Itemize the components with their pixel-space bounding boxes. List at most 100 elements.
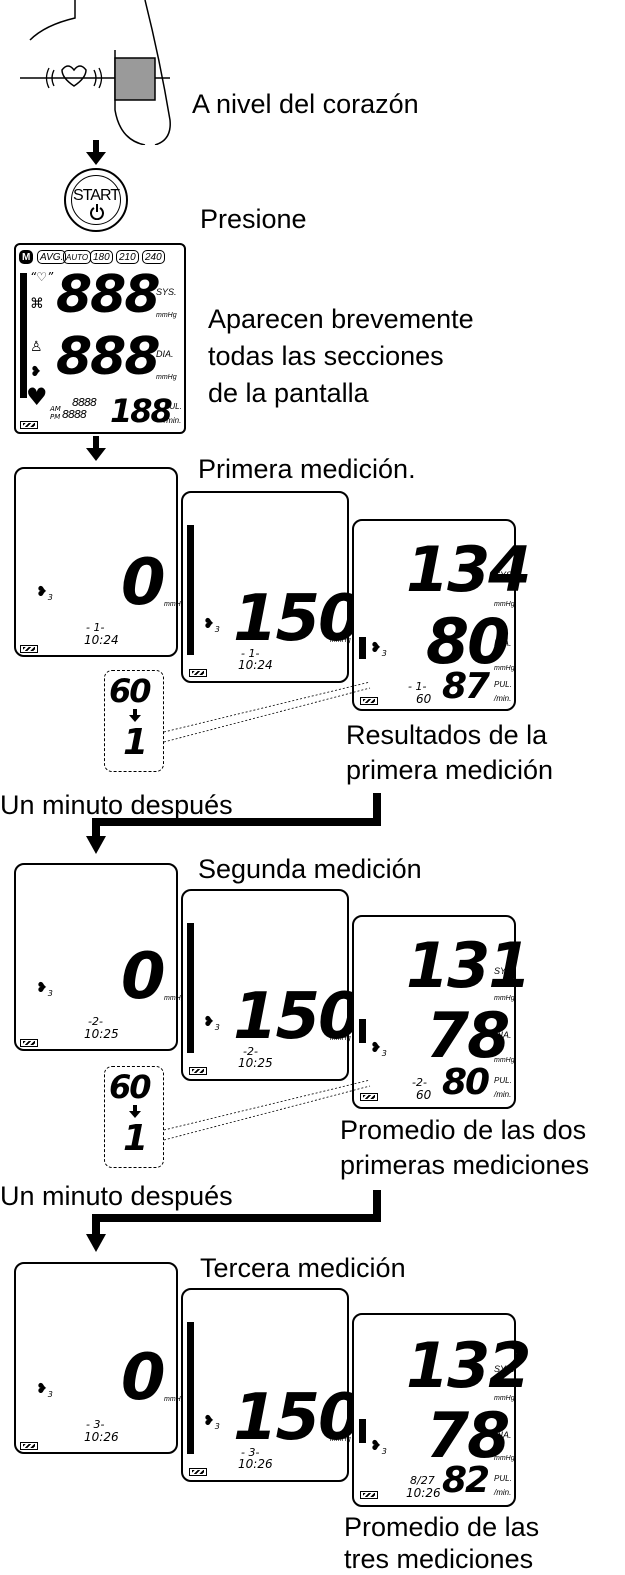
- m2-countdown-end: 1: [123, 1118, 148, 1159]
- m3-result-time: 10:26: [406, 1486, 441, 1500]
- pressure-bar-graph: [20, 273, 27, 398]
- m1-result-caption-line1: Resultados de la: [346, 720, 548, 750]
- m1-dia-value: 80: [426, 605, 510, 678]
- mmhg-label: mmHg: [494, 601, 515, 608]
- pul-label: PUL.: [494, 1076, 512, 1085]
- m2-result-caption-line1: Promedio de las dos: [340, 1115, 587, 1145]
- m3-inflate-value: 0: [121, 1341, 166, 1415]
- min-label: /min.: [494, 694, 512, 703]
- mmhg-label-2: mmHg: [494, 665, 515, 672]
- battery-icon: [189, 669, 207, 677]
- full-dia-digits: 888: [56, 327, 161, 387]
- min-label: /min.: [164, 416, 182, 425]
- m2-countdown-start: 60: [109, 1068, 152, 1106]
- m2-inflate-time: 10:25: [84, 1027, 119, 1041]
- m2-result-caption-line2: primeras mediciones: [340, 1150, 590, 1180]
- down-arrow-icon: [129, 1105, 141, 1124]
- step1-caption: A nivel del corazón: [192, 89, 419, 119]
- pulse-icon: ❥3: [36, 1381, 53, 1399]
- flow-line: [373, 1190, 381, 1220]
- am-label: AM: [50, 405, 61, 413]
- pul-label: PUL.: [494, 1474, 512, 1483]
- pulse-icon: ❥3: [370, 1040, 387, 1058]
- m1-connector-lines: [163, 681, 371, 743]
- m2-inflate-index: -2-: [88, 1015, 103, 1028]
- m1-inflate-time: 10:24: [84, 633, 119, 647]
- battery-icon: [189, 1468, 207, 1476]
- m1-sys-value: 134: [406, 533, 531, 606]
- down-arrow-icon: [86, 436, 106, 467]
- irregular-icon: ⌘: [30, 296, 44, 312]
- m1-pressure-screen: ❥3 150 mmHg - 1- 10:24: [181, 491, 363, 683]
- m1-inflate-value: 0: [121, 546, 166, 620]
- m2-connector-lines: [163, 1079, 371, 1141]
- flow-line: [92, 818, 100, 840]
- memory-icon: M: [19, 250, 34, 264]
- down-arrow-icon: [86, 836, 106, 861]
- m2-pressure-index: -2-: [243, 1045, 258, 1058]
- dia-label: DIA.: [494, 1430, 512, 1440]
- pulse-icon: ❥3: [370, 1438, 387, 1456]
- m2-result-time: 60: [416, 1088, 432, 1102]
- preset-180: 180: [90, 250, 113, 264]
- m2-result-index: -2-: [412, 1076, 427, 1089]
- m3-sys-value: 132: [406, 1329, 531, 1402]
- pulse-icon: ❥3: [36, 584, 53, 602]
- min-label: /min.: [494, 1090, 512, 1099]
- mmhg-label: mmHg: [494, 995, 515, 1002]
- full-display-screen: M AVG. AUTO 180 210 240 “♡” ⌘ ♙ ❥ ♥ 888 …: [14, 243, 186, 434]
- sys-label: SYS.: [494, 966, 515, 976]
- pul-label: PUL.: [164, 402, 182, 411]
- pressure-bar-graph: [359, 637, 366, 659]
- down-arrow-icon: [129, 709, 141, 728]
- m3-result-screen: 132 SYS. mmHg ❥3 78 DIA. mmHg 8/27 10:26…: [352, 1313, 531, 1507]
- m3-pressure-time: 10:26: [238, 1457, 273, 1471]
- pulse-icon: ❥3: [203, 616, 220, 634]
- step3-caption-line1: Aparecen brevemente: [208, 304, 474, 334]
- power-icon: [90, 204, 104, 225]
- pressure-bar-graph: [187, 923, 194, 1053]
- m1-title: Primera medición.: [198, 454, 416, 484]
- m3-result-date: 8/27: [410, 1474, 435, 1487]
- m1-wait-caption: Un minuto después: [0, 790, 233, 820]
- m2-pulse-value: 80: [442, 1062, 490, 1103]
- down-arrow-icon: [86, 1234, 106, 1259]
- mmhg-label: mmHg: [330, 637, 351, 644]
- m2-pressure-value: 150: [233, 980, 363, 1054]
- start-button[interactable]: START: [64, 168, 128, 232]
- mmhg-label-2: mmHg: [156, 374, 177, 381]
- pressure-bar-graph: [359, 1419, 366, 1443]
- m2-sys-value: 131: [406, 929, 531, 1002]
- m3-result-caption-line1: Promedio de las: [344, 1512, 540, 1542]
- mmhg-label: mmHg: [164, 1396, 185, 1403]
- m3-result-caption-line2: tres mediciones: [344, 1544, 534, 1574]
- m2-pressure-time: 10:25: [238, 1056, 273, 1070]
- m3-inflate-index: - 3-: [86, 1418, 105, 1431]
- m3-pressure-screen: ❥3 150 mmHg - 3- 10:26: [181, 1288, 363, 1482]
- mmhg-label: mmHg: [330, 1436, 351, 1443]
- pulse-icon: ❥3: [203, 1413, 220, 1431]
- step2-caption: Presione: [200, 204, 307, 234]
- pressure-bar-graph: [187, 1322, 194, 1454]
- m1-pulse-value: 87: [442, 666, 490, 707]
- battery-icon: [360, 697, 378, 705]
- m1-result-time: 60: [416, 692, 432, 706]
- battery-icon: [360, 1491, 378, 1499]
- small-digits-top: 8888: [72, 396, 97, 409]
- m2-inflate-value: 0: [121, 940, 166, 1014]
- flow-line: [92, 1214, 381, 1222]
- pulse-icon: ❥: [30, 364, 42, 380]
- m3-inflate-screen: ❥3 0 mmHg - 3- 10:26: [14, 1262, 185, 1454]
- heart-icon: ♥: [26, 383, 48, 411]
- flow-line: [92, 818, 381, 826]
- pressure-bar-graph: [187, 525, 194, 655]
- step3-caption-line2: todas las secciones: [208, 341, 444, 371]
- m3-title: Tercera medición: [200, 1253, 406, 1283]
- m3-pressure-value: 150: [233, 1381, 363, 1455]
- battery-icon: [20, 1442, 38, 1450]
- start-button-label: START: [73, 187, 120, 204]
- m1-countdown-box: 60 1: [104, 670, 164, 772]
- full-sys-digits: 888: [56, 265, 161, 325]
- dia-label: DIA.: [494, 638, 512, 648]
- m2-countdown-box: 60 1: [104, 1066, 164, 1168]
